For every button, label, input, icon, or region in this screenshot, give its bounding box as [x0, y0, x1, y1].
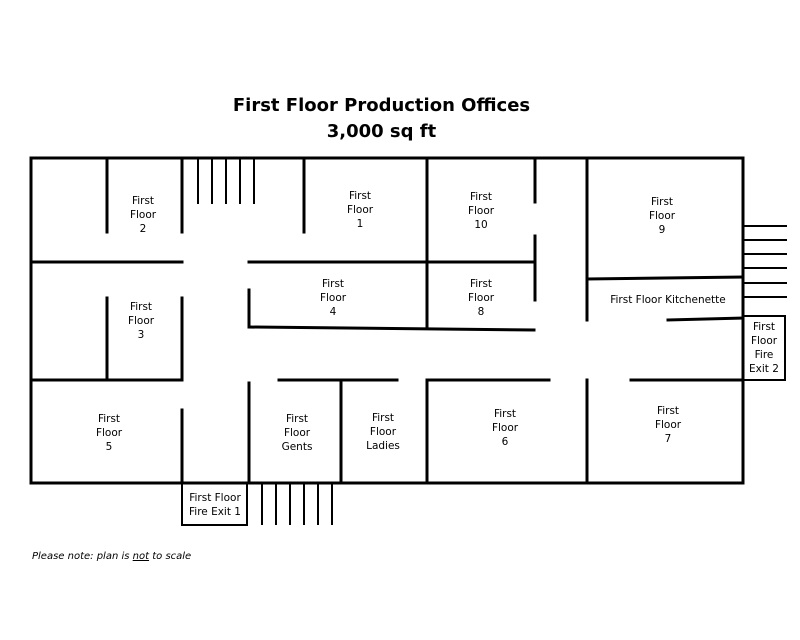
wall: [247, 325, 536, 332]
fire-exit-2-box: [742, 315, 786, 381]
wall: [666, 316, 745, 322]
stairs-bottom: [261, 484, 333, 525]
stairs-top: [197, 159, 255, 204]
wall: [585, 275, 745, 281]
fire-exit-1-box: [181, 482, 248, 526]
room-label-kitchenette: First Floor Kitchenette: [610, 294, 726, 306]
stairs-right: [744, 225, 787, 298]
plan-title: First Floor Production Offices: [232, 95, 531, 116]
plan-area: 3,000 sq ft: [326, 121, 437, 142]
scale-note: Please note: plan is not to scale: [32, 551, 192, 562]
